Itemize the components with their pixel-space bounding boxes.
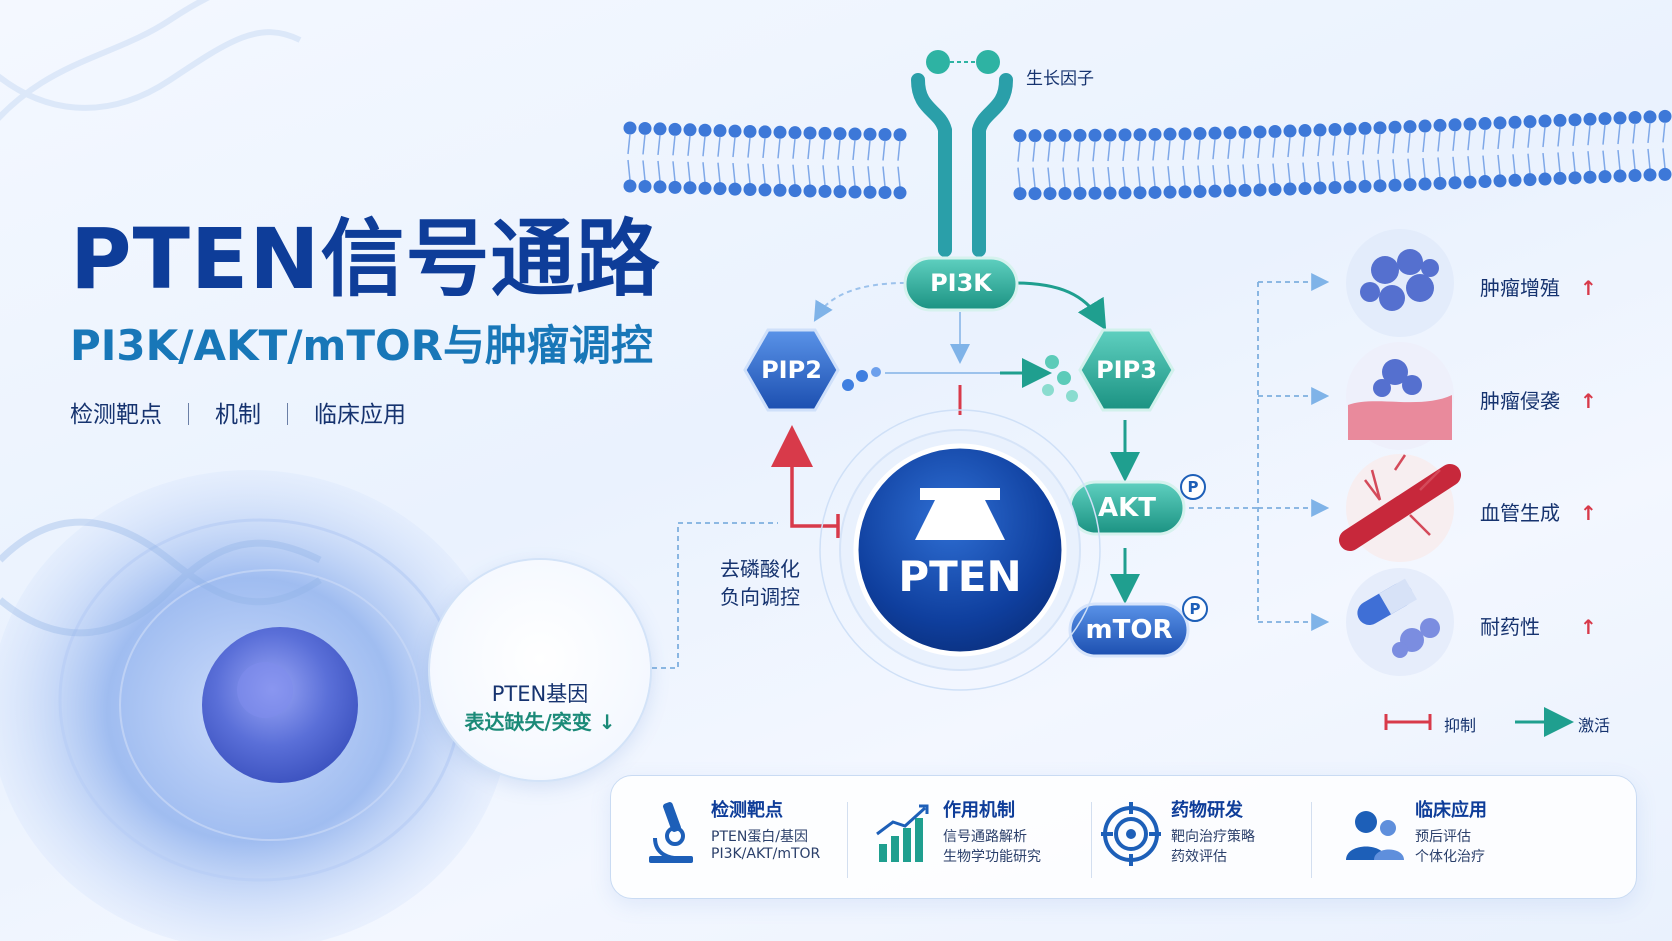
bar-chart-icon	[876, 804, 929, 862]
mtor-label: mTOR	[1085, 615, 1173, 645]
summary-card: 检测靶点 PTEN蛋白/基因 PI3K/AKT/mTOR 作用机制 信号通路解析…	[610, 775, 1637, 899]
microscope-icon	[649, 802, 693, 863]
pten-label: PTEN	[898, 552, 1022, 601]
mtor-node	[1068, 602, 1190, 658]
arrow-up-icon: ↑	[1580, 501, 1597, 525]
tag-separator	[287, 403, 288, 425]
arrow-up-icon: ↑	[1580, 389, 1597, 413]
pi3k-node	[903, 256, 1019, 312]
tag-detection: 检测靶点	[70, 402, 162, 428]
akt-label: AKT	[1097, 493, 1156, 523]
card-detection: 检测靶点 PTEN蛋白/基因 PI3K/AKT/mTOR	[641, 794, 861, 884]
target-icon	[1101, 802, 1161, 866]
card-mechanism: 作用机制 信号通路解析 生物学功能研究	[873, 794, 1093, 884]
pten-gene-box	[430, 560, 650, 780]
growth-factor-receptor	[911, 50, 1013, 257]
legend-inhibit: 抑制	[1444, 716, 1477, 735]
card-clinical: 临床应用 预后评估 个体化治疗	[1345, 794, 1575, 884]
pip3-label: PIP3	[1096, 356, 1157, 384]
dna-decoration-top	[0, 0, 302, 122]
tag-mechanism: 机制	[215, 402, 261, 428]
pathway-arrows	[652, 273, 1330, 669]
page-title: PTEN信号通路	[70, 210, 661, 308]
tag-row: 检测靶点 机制 临床应用	[70, 395, 406, 429]
growth-factor-label: 生长因子	[1026, 69, 1094, 89]
pi3k-label: PI3K	[930, 269, 992, 297]
outcome-images	[1339, 229, 1461, 676]
outcome-proliferation: 肿瘤增殖↑	[1480, 276, 1597, 300]
tag-separator	[188, 403, 189, 425]
people-icon	[1346, 811, 1404, 860]
akt-phospho-badge: P	[1180, 474, 1206, 500]
card-divider	[1091, 802, 1092, 878]
legend-marks	[1384, 707, 1574, 737]
pip2-label: PIP2	[761, 356, 822, 384]
pip-molecules	[842, 355, 1078, 402]
dna-decoration-left	[0, 518, 322, 637]
card-divider	[1311, 802, 1312, 878]
cell-membrane	[623, 109, 1672, 201]
arrow-up-icon: ↑	[1580, 615, 1597, 639]
pip3-node	[1078, 328, 1175, 412]
arrow-up-icon: ↑	[1580, 276, 1597, 300]
page-subtitle: PI3K/AKT/mTOR与肿瘤调控	[70, 321, 654, 370]
dephosphorylation-label: 去磷酸化 负向调控	[720, 557, 800, 609]
cell-illustration	[0, 470, 510, 941]
tag-clinical: 临床应用	[314, 402, 406, 428]
card-divider	[847, 802, 848, 878]
card-drug-development: 药物研发 靶向治疗策略 药效评估	[1101, 794, 1321, 884]
outcome-invasion: 肿瘤侵袭↑	[1480, 389, 1597, 413]
arrow-down-icon: ↓	[598, 710, 616, 734]
outcome-drug-resistance: 耐药性↑	[1480, 615, 1597, 639]
pip2-node	[743, 328, 840, 412]
gene-label: PTEN基因	[491, 682, 589, 706]
legend-activate: 激活	[1578, 716, 1611, 735]
outcome-angiogenesis: 血管生成↑	[1480, 501, 1597, 525]
pten-node	[819, 409, 1101, 691]
mtor-phospho-badge: P	[1182, 596, 1208, 622]
gene-status: 表达缺失/突变 ↓	[464, 710, 616, 734]
